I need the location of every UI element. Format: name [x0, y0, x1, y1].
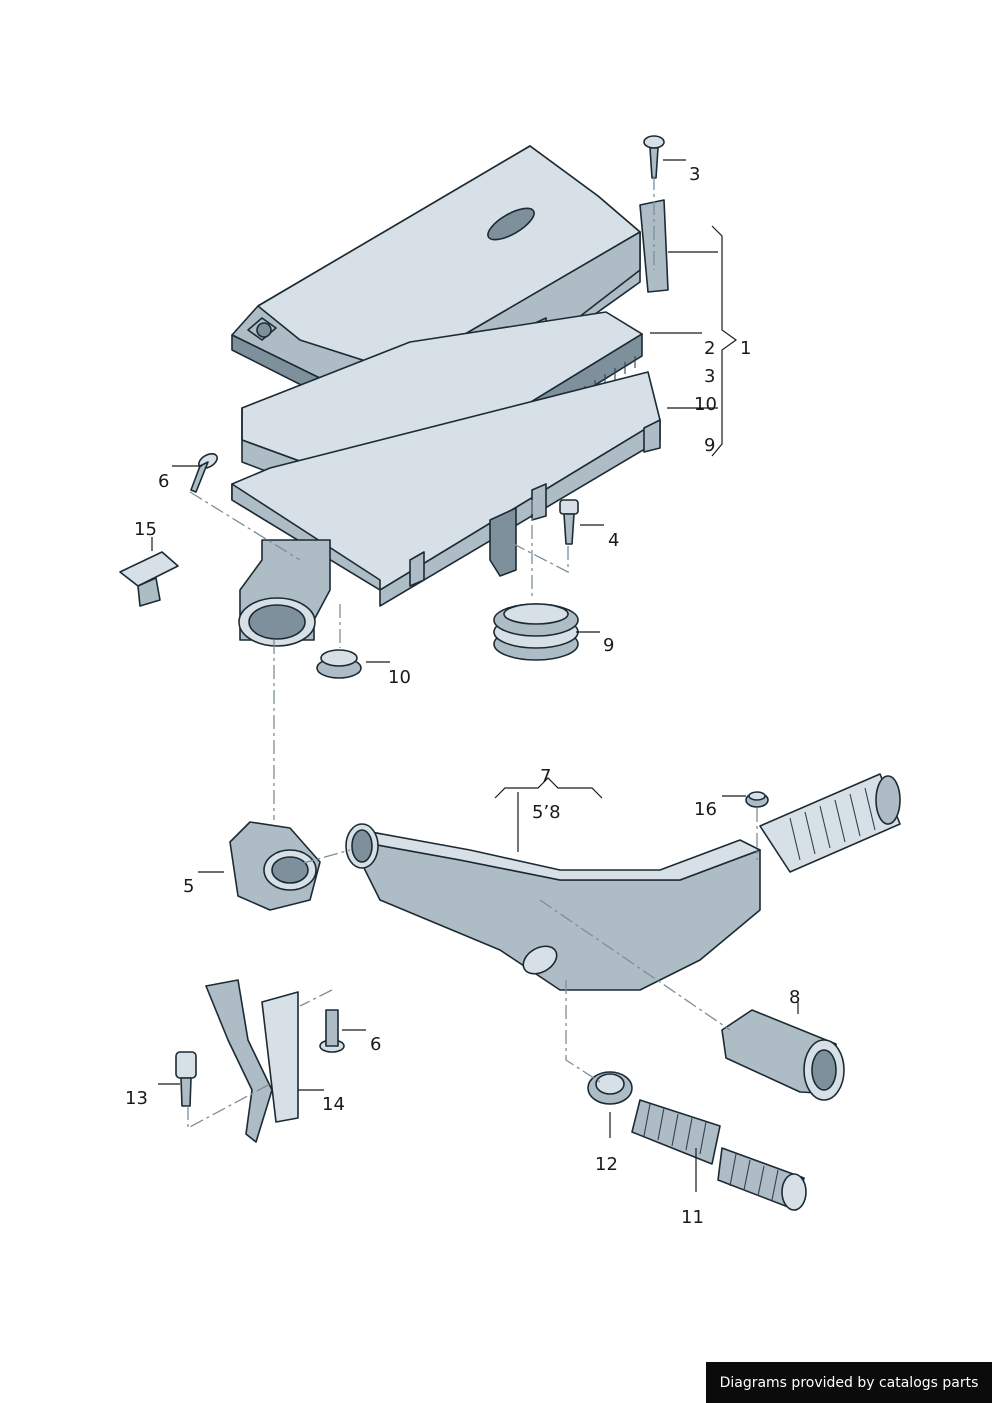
- screw-6-upper: [190, 452, 218, 493]
- screw-3-top: [643, 135, 665, 179]
- callout-15: 15: [134, 519, 157, 540]
- cap-15: [119, 551, 179, 607]
- assembly-lines: [187, 176, 758, 1130]
- grommet-10: [316, 649, 362, 679]
- callout-9: 9: [603, 635, 614, 656]
- filter-housing-lower: [231, 371, 661, 647]
- callout-14: 14: [322, 1094, 345, 1115]
- credit-banner: Diagrams provided by catalogs parts: [706, 1362, 992, 1403]
- callout-12: 12: [595, 1154, 618, 1175]
- callout-7: 7: [540, 766, 551, 787]
- callout-6-upper: 6: [158, 471, 169, 492]
- cone-sleeve-8: [721, 1009, 845, 1101]
- callout-13: 13: [125, 1088, 148, 1109]
- callout-3-side: 3: [704, 366, 715, 387]
- callout-10: 10: [388, 667, 411, 688]
- callout-5-8: 5’8: [532, 802, 561, 823]
- callout-10-side: 10: [694, 394, 717, 415]
- callout-5: 5: [183, 876, 194, 897]
- hose-11: [631, 1099, 807, 1211]
- bolt-13: [175, 1051, 197, 1107]
- callouts: 3 2 1 3 10 9 6 15 4 9 10 7 5’8 16 5 8 6 …: [125, 164, 800, 1228]
- callout-3-top: 3: [689, 164, 700, 185]
- seal-ring-9: [493, 603, 579, 661]
- leader-lines: [151, 159, 799, 1192]
- callout-1: 1: [740, 338, 751, 359]
- callout-8: 8: [789, 987, 800, 1008]
- adapter-sleeve-5: [229, 821, 321, 911]
- credit-text: Diagrams provided by catalogs parts: [719, 1374, 979, 1391]
- callout-16: 16: [694, 799, 717, 820]
- bolt-4: [559, 499, 579, 545]
- hose-clamp-12: [587, 1071, 633, 1105]
- bracket-14: [205, 979, 299, 1143]
- callout-6-lower: 6: [370, 1034, 381, 1055]
- callout-4: 4: [608, 530, 619, 551]
- nut-16: [745, 791, 769, 808]
- callout-11: 11: [681, 1207, 704, 1228]
- callout-2: 2: [704, 338, 715, 359]
- callout-9-side: 9: [704, 435, 715, 456]
- intake-duct: [345, 773, 901, 991]
- screw-6-lower: [319, 1009, 345, 1053]
